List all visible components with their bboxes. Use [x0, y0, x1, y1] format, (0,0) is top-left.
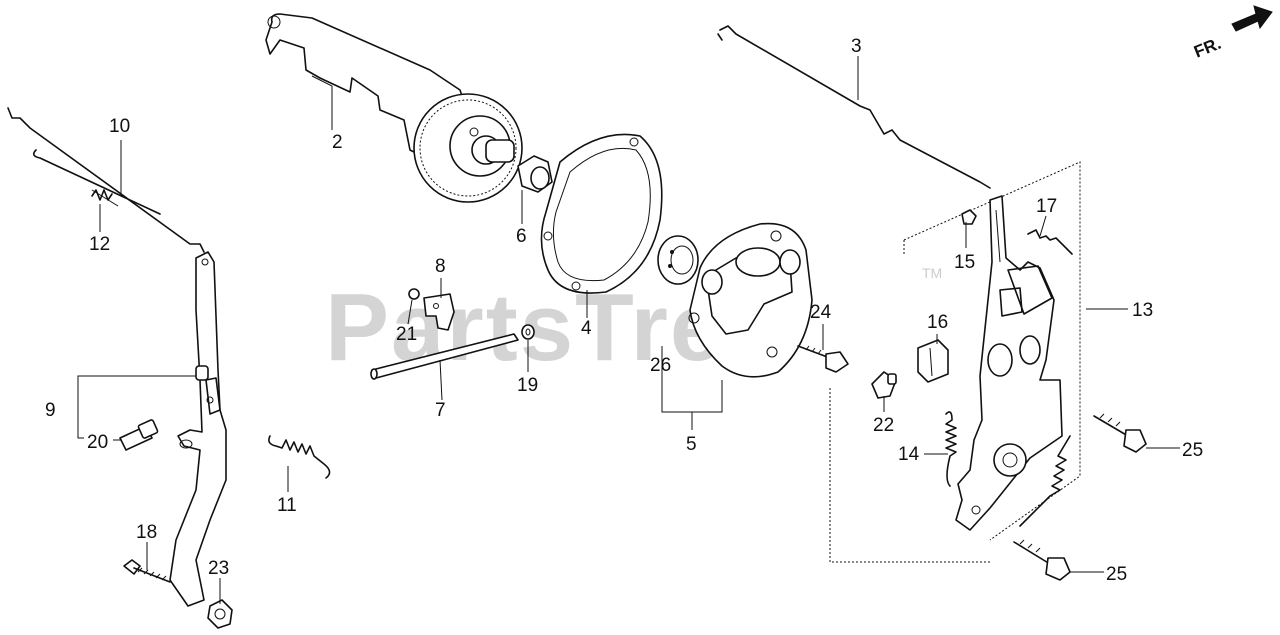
front-arrow-icon — [1231, 5, 1273, 32]
governor-spring-right[interactable] — [1019, 435, 1071, 527]
callout-2: 2 — [332, 132, 343, 153]
callout-18: 18 — [136, 522, 157, 543]
callout-16: 16 — [927, 312, 948, 333]
watermark-trademark: TM — [922, 265, 942, 281]
part-5-cover-assembly[interactable] — [688, 222, 813, 378]
part-23-nut[interactable] — [207, 599, 233, 629]
callout-15: 15 — [954, 252, 975, 273]
callout-11: 11 — [277, 495, 297, 516]
part-14-spring[interactable] — [945, 411, 957, 487]
callout-20: 20 — [87, 432, 108, 453]
part-24-bolt[interactable] — [797, 345, 849, 373]
callout-6: 6 — [516, 226, 527, 247]
part-12-spring[interactable] — [91, 189, 119, 207]
callout-10: 10 — [109, 116, 130, 137]
part-20-bolt[interactable] — [119, 419, 159, 451]
callout-17: 17 — [1036, 196, 1057, 217]
callout-13: 13 — [1132, 300, 1153, 321]
part-9-governor-arm[interactable] — [169, 251, 227, 607]
callout-25-lower: 25 — [1106, 564, 1127, 585]
callout-9: 9 — [45, 400, 56, 421]
part-25-bolt-lower[interactable] — [1013, 539, 1071, 581]
callout-22: 22 — [873, 415, 894, 436]
part-10-governor-rod[interactable] — [7, 107, 205, 253]
callout-14: 14 — [898, 444, 920, 465]
part-8-plate[interactable] — [423, 293, 455, 331]
callout-12: 12 — [89, 234, 110, 255]
callout-8: 8 — [435, 256, 446, 277]
part-15-screw[interactable] — [961, 209, 977, 225]
front-direction-indicator: FR. — [1191, 5, 1273, 62]
part-26-bearing[interactable] — [657, 235, 699, 285]
callout-24: 24 — [810, 302, 832, 323]
callout-26: 26 — [650, 355, 671, 376]
callout-4: 4 — [581, 318, 592, 339]
part-13-control-base[interactable] — [903, 161, 1081, 541]
part-11-spring[interactable] — [268, 435, 331, 479]
callout-7: 7 — [435, 400, 446, 421]
callout-3: 3 — [851, 36, 862, 57]
callout-23: 23 — [208, 558, 229, 579]
part-19-washer[interactable] — [521, 324, 535, 340]
part-7-shaft[interactable] — [370, 333, 519, 380]
callout-labels: 2 3 4 5 6 7 8 9 10 11 12 13 14 15 16 17 … — [45, 36, 1203, 585]
leader-lines — [77, 56, 1180, 604]
part-25-bolt-upper[interactable] — [1093, 413, 1147, 453]
part-4-gasket[interactable] — [540, 133, 663, 294]
callout-21: 21 — [396, 324, 417, 345]
front-label: FR. — [1191, 34, 1224, 62]
part-6-bearing-collar[interactable] — [517, 155, 553, 193]
callout-19: 19 — [517, 375, 538, 396]
part-16-clip[interactable] — [917, 339, 949, 383]
part-3-control-rod[interactable] — [717, 25, 991, 189]
part-2-camshaft[interactable] — [265, 13, 523, 203]
callout-5: 5 — [686, 434, 697, 455]
part-21-screw[interactable] — [408, 288, 420, 300]
part-17-spring[interactable] — [1027, 229, 1073, 255]
part-22-fitting[interactable] — [871, 371, 897, 399]
callout-25-upper: 25 — [1182, 440, 1203, 461]
part-18-bolt[interactable] — [123, 559, 171, 583]
